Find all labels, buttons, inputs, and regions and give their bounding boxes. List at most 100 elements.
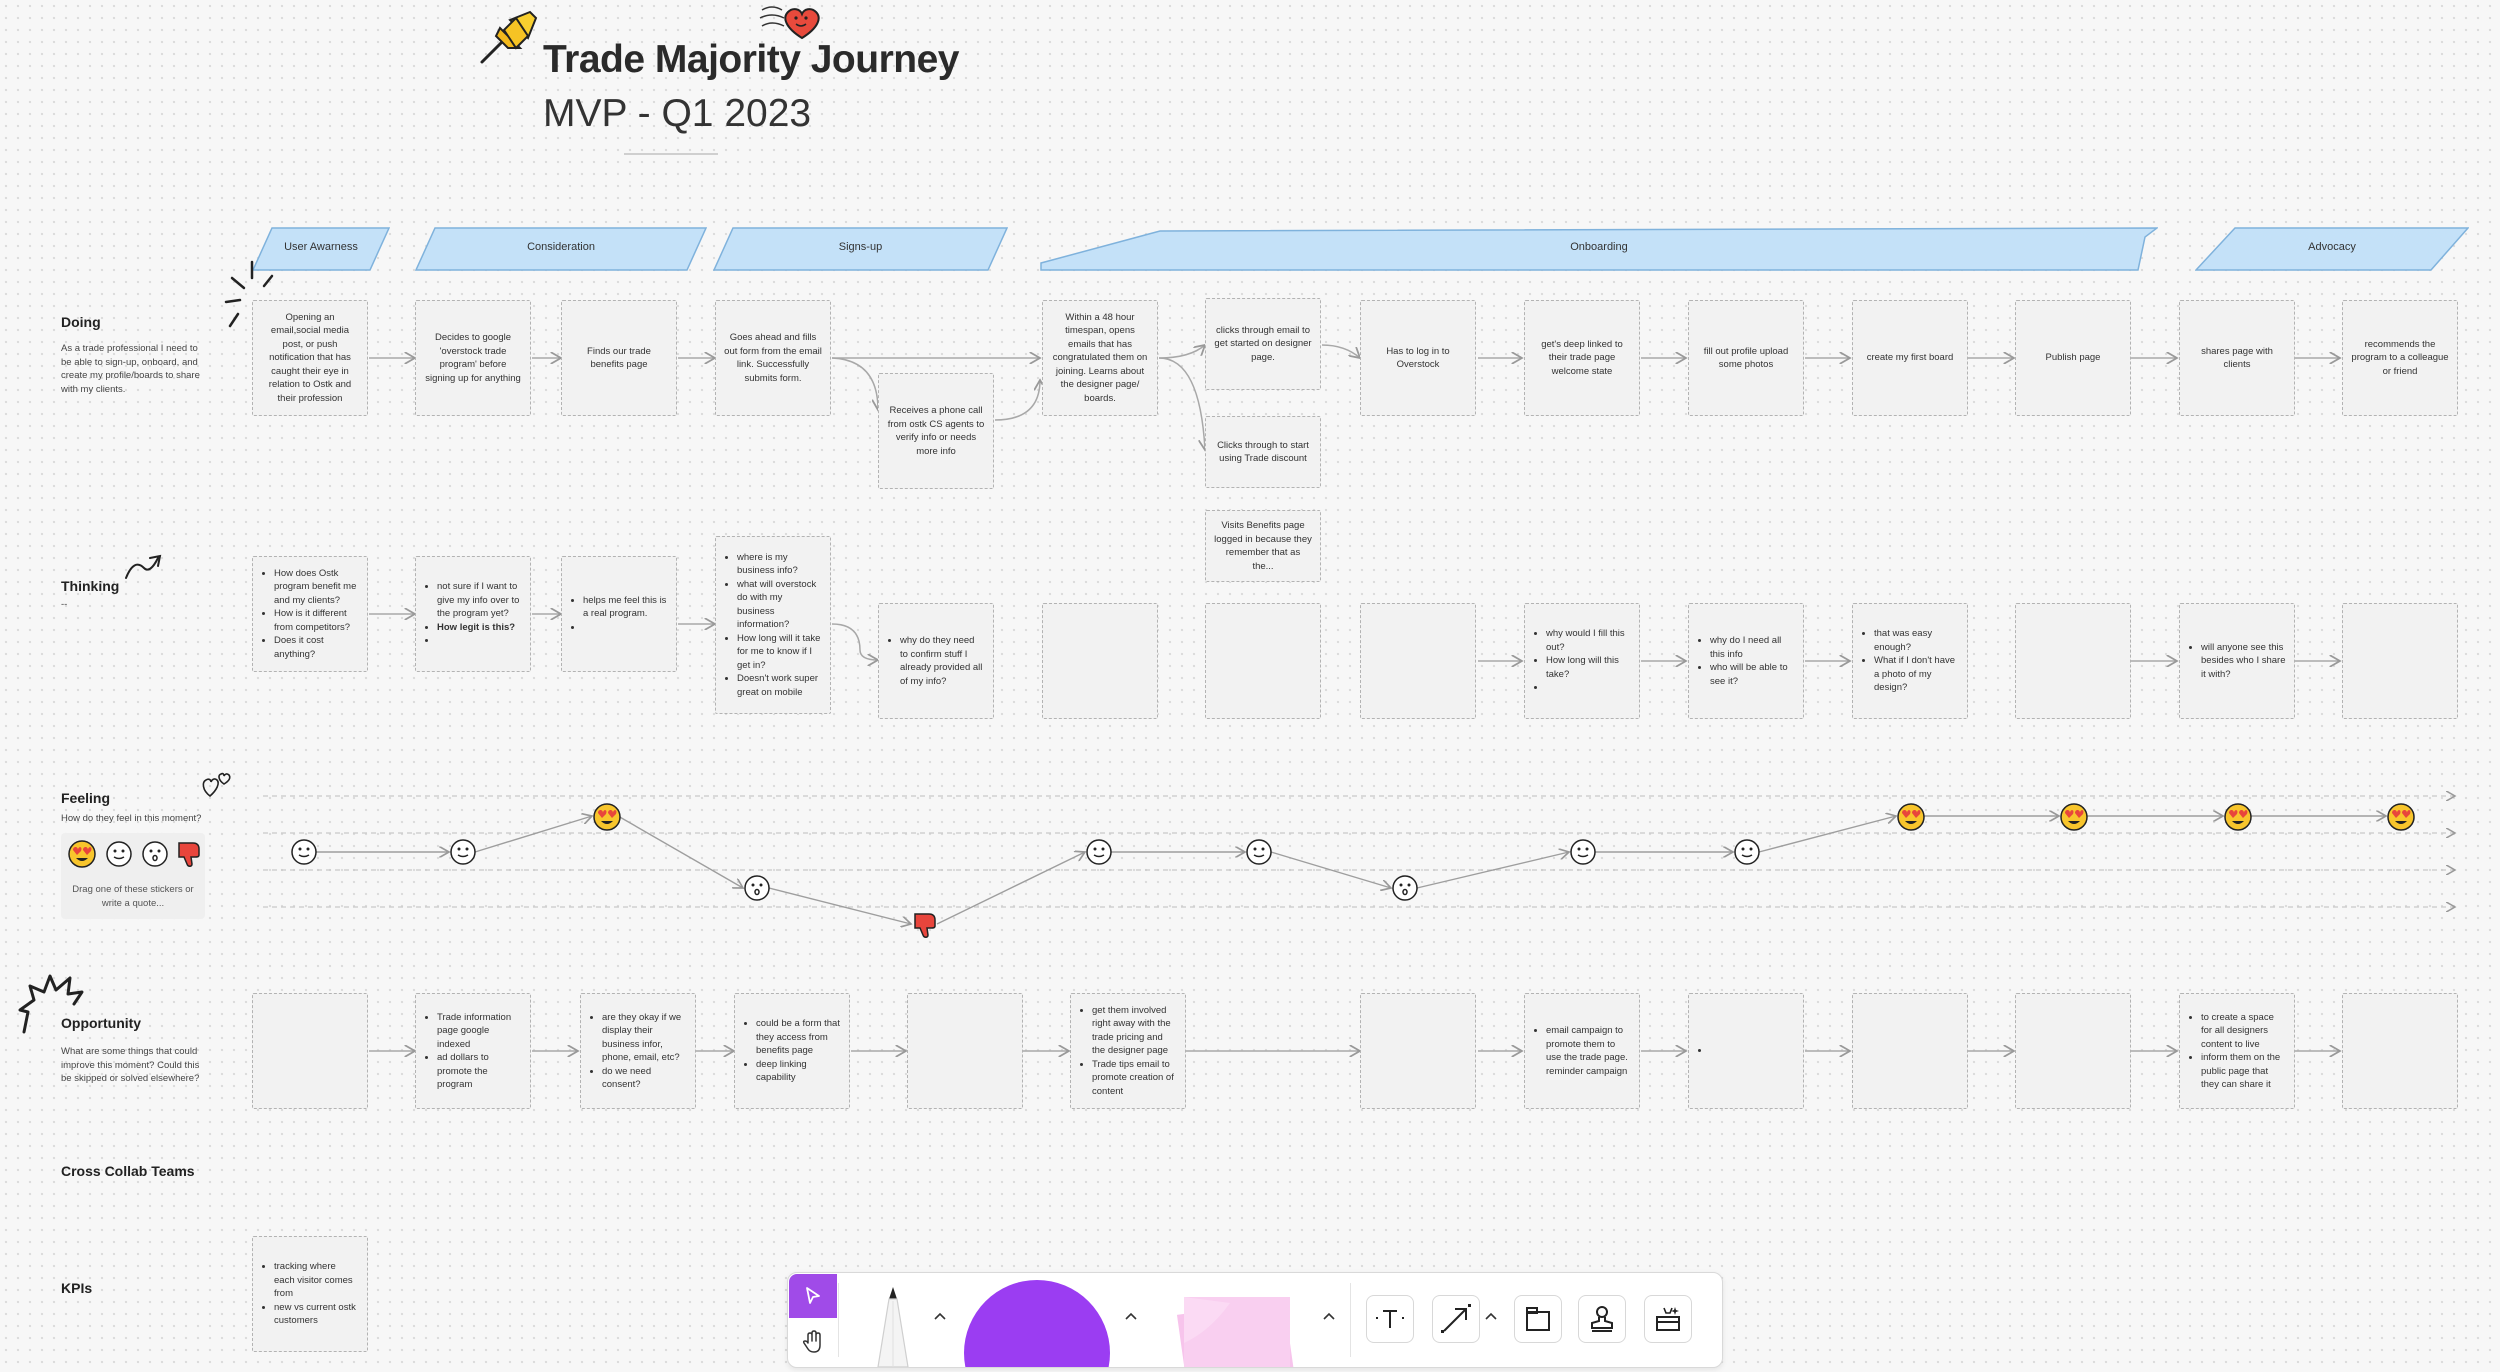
phase-label: Signs-up [838, 241, 883, 253]
feeling-sticker-dislike-icon[interactable] [911, 910, 939, 945]
chevron-up-icon[interactable] [933, 1311, 947, 1321]
feeling-sticker-meh-icon[interactable] [1391, 874, 1419, 907]
text-tool-button[interactable] [1366, 1295, 1414, 1343]
opportunity-note[interactable]: Trade information page google indexed ad… [415, 993, 531, 1109]
thinking-item: why would I fill this out? [1546, 627, 1631, 654]
feeling-sticker-neutral-icon[interactable] [1245, 838, 1273, 871]
thinking-item: How long will it take for me to know if … [737, 632, 822, 673]
thinking-note[interactable]: not sure if I want to give my info over … [415, 556, 531, 672]
feeling-sticker-neutral-icon[interactable] [1733, 838, 1761, 871]
opportunity-note[interactable] [1688, 993, 1804, 1109]
thinking-item: who will be able to see it? [1710, 661, 1795, 688]
thinking-note-empty[interactable] [1205, 603, 1321, 719]
shape-tool-button[interactable] [963, 1279, 1111, 1367]
feeling-sticker-neutral-icon[interactable] [290, 838, 318, 871]
chevron-up-icon[interactable] [1322, 1311, 1336, 1321]
thinking-note[interactable]: why do they need to confirm stuff I alre… [878, 603, 994, 719]
meh-face-sticker-icon[interactable] [141, 840, 169, 873]
feeling-sticker-love-icon[interactable] [2223, 802, 2253, 837]
hand-tool-button[interactable] [789, 1319, 837, 1365]
connector [831, 357, 878, 410]
thinking-item: not sure if I want to give my info over … [437, 580, 522, 621]
phase-label: Consideration [527, 241, 595, 253]
doing-note[interactable]: recommends the program to a colleague or… [2342, 300, 2458, 416]
opportunity-note-empty[interactable] [1852, 993, 1968, 1109]
phase-user-awareness[interactable]: User Awarness [252, 227, 390, 271]
opportunity-note-empty[interactable] [2342, 993, 2458, 1109]
thinking-note-empty[interactable] [2342, 603, 2458, 719]
feeling-sticker-love-icon[interactable] [592, 802, 622, 837]
pen-tool-button[interactable] [868, 1283, 918, 1372]
doing-note[interactable]: clicks through email to get started on d… [1205, 298, 1321, 390]
doing-note[interactable]: Publish page [2015, 300, 2131, 416]
chevron-up-icon[interactable] [1124, 1311, 1138, 1321]
doing-note[interactable]: shares page with clients [2179, 300, 2295, 416]
feeling-sticker-meh-icon[interactable] [743, 874, 771, 907]
doing-note[interactable]: Visits Benefits page logged in because t… [1205, 510, 1321, 582]
row-title-doing: Doing [61, 314, 101, 330]
feeling-link [936, 852, 1085, 925]
doing-note[interactable]: fill out profile upload some photos [1688, 300, 1804, 416]
opportunity-note[interactable]: are they okay if we display their busine… [580, 993, 696, 1109]
doing-note[interactable]: Finds our trade benefits page [561, 300, 677, 416]
thinking-note-empty[interactable] [1042, 603, 1158, 719]
phase-onboarding[interactable]: Onboarding [1040, 227, 2158, 271]
widgets-tool-button[interactable] [1644, 1295, 1692, 1343]
doing-note[interactable]: Receives a phone call from ostk CS agent… [878, 373, 994, 489]
opportunity-note[interactable]: get them involved right away with the tr… [1070, 993, 1186, 1109]
thinking-note[interactable]: where is my business info? what will ove… [715, 536, 831, 714]
thumbs-down-sticker-icon[interactable] [175, 839, 203, 874]
connector [1158, 357, 1205, 450]
select-tool-button[interactable] [789, 1274, 837, 1318]
section-tool-button[interactable] [1514, 1295, 1562, 1343]
opportunity-note[interactable]: to create a space for all designers cont… [2179, 993, 2295, 1109]
thinking-note-empty[interactable] [2015, 603, 2131, 719]
doing-note[interactable]: get's deep linked to their trade page we… [1524, 300, 1640, 416]
opportunity-note-empty[interactable] [2015, 993, 2131, 1109]
feeling-sticker-love-icon[interactable] [1896, 802, 1926, 837]
thinking-item: what will overstock do with my business … [737, 578, 822, 632]
doing-note[interactable]: Clicks through to start using Trade disc… [1205, 416, 1321, 488]
thinking-note[interactable]: why would I fill this out? How long will… [1524, 603, 1640, 719]
opportunity-note[interactable]: email campaign to promote them to use th… [1524, 993, 1640, 1109]
stamp-tool-button[interactable] [1578, 1295, 1626, 1343]
hand-icon [802, 1330, 821, 1353]
feeling-link [617, 815, 743, 888]
opportunity-note-empty[interactable] [1360, 993, 1476, 1109]
opportunity-note-empty[interactable] [907, 993, 1023, 1109]
thinking-note[interactable]: helps me feel this is a real program. [561, 556, 677, 672]
doing-note[interactable]: create my first board [1852, 300, 1968, 416]
phase-advocacy[interactable]: Advocacy [2195, 227, 2469, 271]
thinking-note[interactable]: will anyone see this besides who I share… [2179, 603, 2295, 719]
feeling-sticker-neutral-icon[interactable] [1569, 838, 1597, 871]
love-eyes-sticker-icon[interactable] [67, 839, 97, 874]
feeling-sticker-love-icon[interactable] [2059, 802, 2089, 837]
doing-note[interactable]: Opening an email,social media post, or p… [252, 300, 368, 416]
thinking-note[interactable]: How does Ostk program benefit me and my … [252, 556, 368, 672]
phase-signs-up[interactable]: Signs-up [713, 227, 1008, 271]
chevron-up-icon[interactable] [1484, 1311, 1498, 1321]
thinking-list: why would I fill this out? How long will… [1533, 627, 1631, 695]
thinking-note-empty[interactable] [1360, 603, 1476, 719]
feeling-sticker-neutral-icon[interactable] [1085, 838, 1113, 871]
doing-note[interactable]: Has to log in to Overstock [1360, 300, 1476, 416]
opportunity-note-empty[interactable] [252, 993, 368, 1109]
doing-note[interactable]: Within a 48 hour timespan, opens emails … [1042, 300, 1158, 416]
feeling-sticker-neutral-icon[interactable] [449, 838, 477, 871]
opportunity-list: could be a form that they access from be… [743, 1017, 841, 1085]
doing-note[interactable]: Goes ahead and fills out form from the e… [715, 300, 831, 416]
doing-note[interactable]: Decides to google 'overstock trade progr… [415, 300, 531, 416]
thinking-note[interactable]: that was easy enough? What if I don't ha… [1852, 603, 1968, 719]
neutral-face-sticker-icon[interactable] [105, 840, 133, 873]
opportunity-note[interactable]: could be a form that they access from be… [734, 993, 850, 1109]
thinking-list: will anyone see this besides who I share… [2188, 641, 2286, 682]
phase-consideration[interactable]: Consideration [415, 227, 707, 271]
thinking-note[interactable]: why do I need all this info who will be … [1688, 603, 1804, 719]
sticky-note-tool-button[interactable] [1160, 1283, 1300, 1367]
connector-tool-button[interactable] [1432, 1295, 1480, 1343]
thinking-item: How long will this take? [1546, 654, 1631, 681]
feeling-sticker-love-icon[interactable] [2386, 802, 2416, 837]
hearts-doodle-icon [200, 770, 234, 805]
phase-banner-shape [713, 227, 1008, 271]
kpi-note[interactable]: tracking where each visitor comes from n… [252, 1236, 368, 1352]
